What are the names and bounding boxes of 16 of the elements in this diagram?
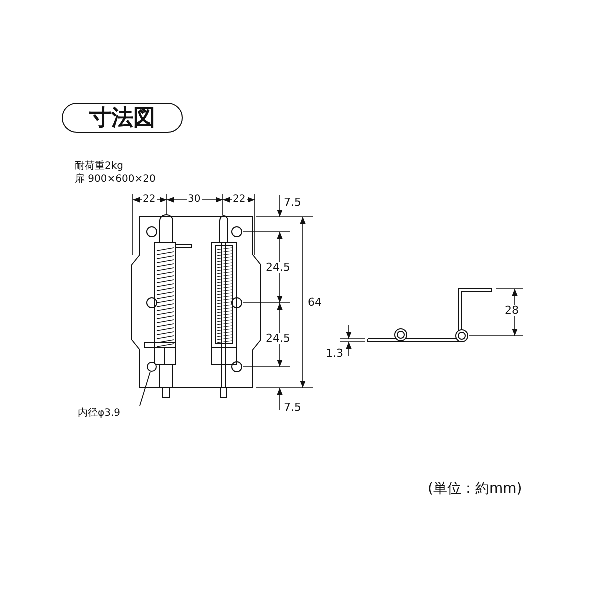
- dimension-label: 30: [187, 195, 202, 205]
- dimension-label: 64: [307, 297, 323, 308]
- callout-label: 内径φ3.9: [78, 406, 140, 419]
- dimension-label: 22: [142, 195, 157, 205]
- leader-line: [140, 371, 151, 406]
- spec-note: 耐荷重2kg: [75, 162, 124, 172]
- spec-note: 扉 900×600×20: [75, 175, 156, 185]
- dimension-label: 28: [504, 305, 520, 316]
- title-pill: 寸法図: [62, 103, 183, 133]
- unit-note: (単位：約mm): [428, 482, 522, 496]
- dimension-label: 24.5: [265, 262, 292, 273]
- dimension-label: 1.3: [326, 348, 344, 359]
- dimension-label: 7.5: [284, 402, 302, 413]
- dimension-label: 7.5: [284, 197, 302, 208]
- dimension-label: 24.5: [265, 333, 292, 344]
- dimension-label: 22: [232, 195, 247, 205]
